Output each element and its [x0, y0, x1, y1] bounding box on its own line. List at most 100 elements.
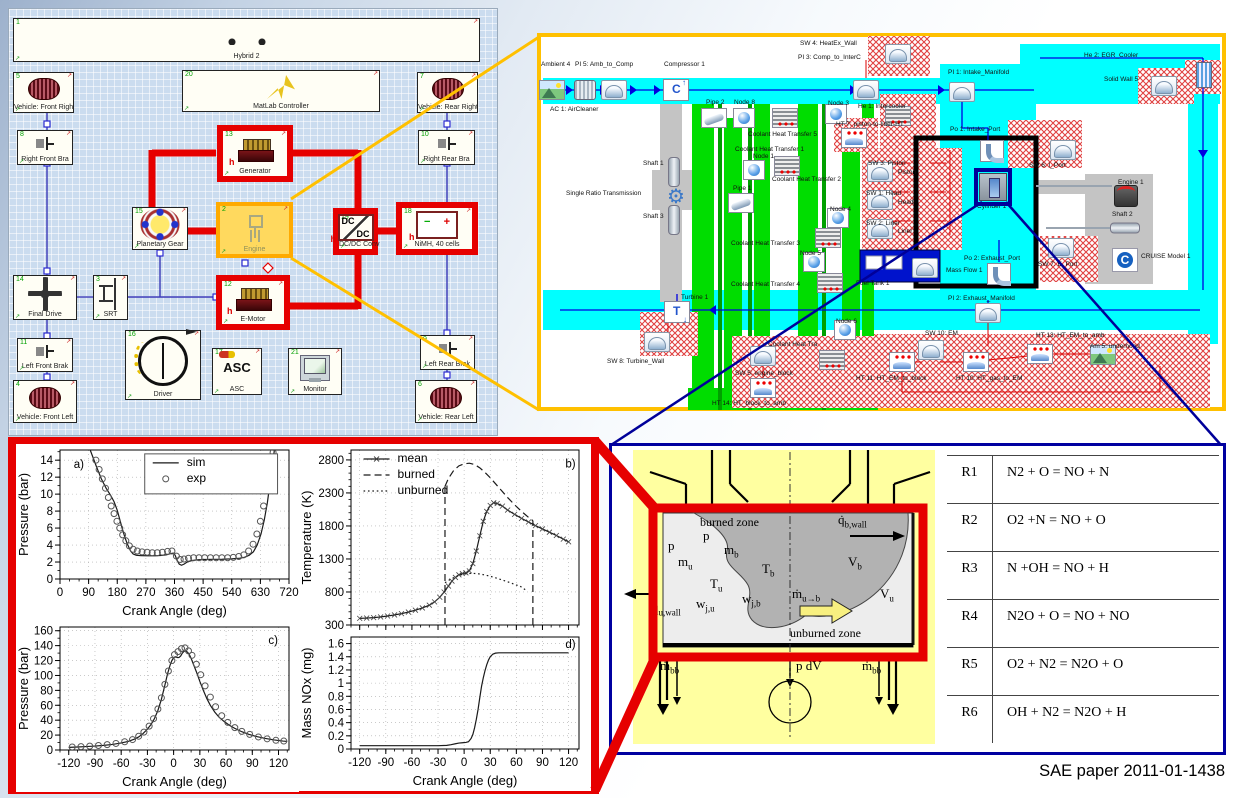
- combustion-label: ṁbb: [660, 658, 680, 676]
- asc-icon: ASC: [219, 351, 251, 375]
- svg-text:160: 160: [34, 626, 53, 638]
- ws-icon[interactable]: [853, 80, 879, 100]
- engine-node-label: SW 1: Head: [866, 190, 902, 197]
- block-label: Left Front Brak: [21, 363, 69, 370]
- engine-node-label: Shaft 2: [1112, 211, 1133, 218]
- svg-text:10: 10: [40, 489, 53, 501]
- svg-text:14: 14: [40, 455, 53, 467]
- node-icon[interactable]: [733, 108, 755, 128]
- engine-node-label: Coolant Heat Transfer 5: [748, 131, 818, 138]
- svg-text:Mass NOx (mg): Mass NOx (mg): [299, 648, 314, 739]
- rad-icon[interactable]: [772, 108, 798, 128]
- cruise-icon[interactable]: [1112, 248, 1138, 272]
- combustion-label: mb: [724, 542, 739, 560]
- shafth-icon[interactable]: [1110, 222, 1140, 234]
- dome-icon[interactable]: [885, 44, 911, 64]
- svg-text:d): d): [565, 639, 575, 651]
- rad-icon[interactable]: [817, 273, 843, 293]
- model-block-dc-dc-conv[interactable]: 19hDC/DC Conv: [331, 208, 379, 255]
- wheel-icon: [430, 386, 462, 409]
- heat-icon[interactable]: [889, 352, 915, 372]
- svg-text:exp: exp: [187, 471, 207, 485]
- rad-icon[interactable]: [819, 350, 845, 370]
- hybrid-mark: h: [229, 156, 235, 167]
- dome-icon[interactable]: [1151, 76, 1177, 96]
- egr-icon[interactable]: [1196, 62, 1212, 88]
- engine-node-label: Po 2: Exhaust_Port: [964, 255, 1021, 262]
- svg-text:0.2: 0.2: [328, 731, 344, 743]
- block-number: 5: [16, 73, 20, 80]
- block-number: 17: [215, 349, 223, 356]
- svg-text:1300: 1300: [318, 554, 344, 566]
- rad-icon[interactable]: [815, 228, 841, 248]
- heat-icon[interactable]: [963, 352, 989, 372]
- svg-text:0: 0: [57, 587, 63, 599]
- reaction-equation: N2 + O = NO + N: [1007, 465, 1110, 480]
- pipe-icon[interactable]: [701, 108, 727, 128]
- rad-icon[interactable]: [774, 156, 800, 176]
- combustion-label: Vb: [848, 554, 862, 572]
- engine-node-label: Engine 1: [1118, 179, 1144, 186]
- shaftv-icon[interactable]: [668, 205, 680, 235]
- node-icon[interactable]: [743, 160, 765, 180]
- wheel-icon: [27, 77, 60, 100]
- heat-icon[interactable]: [841, 128, 867, 148]
- block-label: MatLab Controller: [253, 103, 309, 110]
- svg-text:0: 0: [47, 745, 53, 757]
- svg-text:270: 270: [136, 587, 155, 599]
- model-block-srt[interactable]: 3SRT: [93, 275, 128, 320]
- ws-icon[interactable]: [912, 258, 938, 278]
- filter-icon[interactable]: [574, 80, 596, 100]
- turbo-icon[interactable]: [664, 301, 690, 324]
- motor-icon: h: [227, 287, 272, 316]
- elbow-icon[interactable]: [987, 263, 1011, 286]
- model-block-nimh-40-cells[interactable]: 18hNiMH, 40 cells: [396, 202, 478, 255]
- ws-icon[interactable]: [601, 80, 627, 100]
- heat-icon[interactable]: [750, 378, 776, 398]
- amb-icon[interactable]: [539, 80, 565, 100]
- brake-icon: [34, 344, 56, 358]
- elbow-icon[interactable]: [980, 140, 1004, 163]
- svg-text:1800: 1800: [318, 521, 344, 533]
- svg-text:0.6: 0.6: [328, 704, 344, 716]
- svg-text:8: 8: [47, 506, 53, 518]
- dome-icon[interactable]: [1048, 238, 1074, 258]
- engine-icon[interactable]: [1114, 185, 1138, 207]
- comp-icon[interactable]: [663, 78, 689, 101]
- dome-icon[interactable]: [750, 346, 776, 366]
- dome-icon[interactable]: [918, 340, 944, 360]
- planetary-icon: [140, 208, 180, 241]
- cylinder-icon[interactable]: [979, 173, 1007, 201]
- svg-text:Crank Angle (deg): Crank Angle (deg): [122, 603, 227, 618]
- combustion-label: unburned zone: [790, 626, 861, 640]
- svg-text:30: 30: [484, 757, 497, 769]
- ws-icon[interactable]: [975, 303, 1001, 323]
- pipe-icon[interactable]: [728, 193, 754, 213]
- engine-node-label: Node 4: [830, 206, 851, 213]
- shaftv-icon[interactable]: [668, 157, 680, 187]
- heat-icon[interactable]: [1027, 344, 1053, 364]
- ws-icon[interactable]: [949, 82, 975, 102]
- dome-icon[interactable]: [644, 332, 670, 352]
- dome-icon[interactable]: [1050, 140, 1076, 160]
